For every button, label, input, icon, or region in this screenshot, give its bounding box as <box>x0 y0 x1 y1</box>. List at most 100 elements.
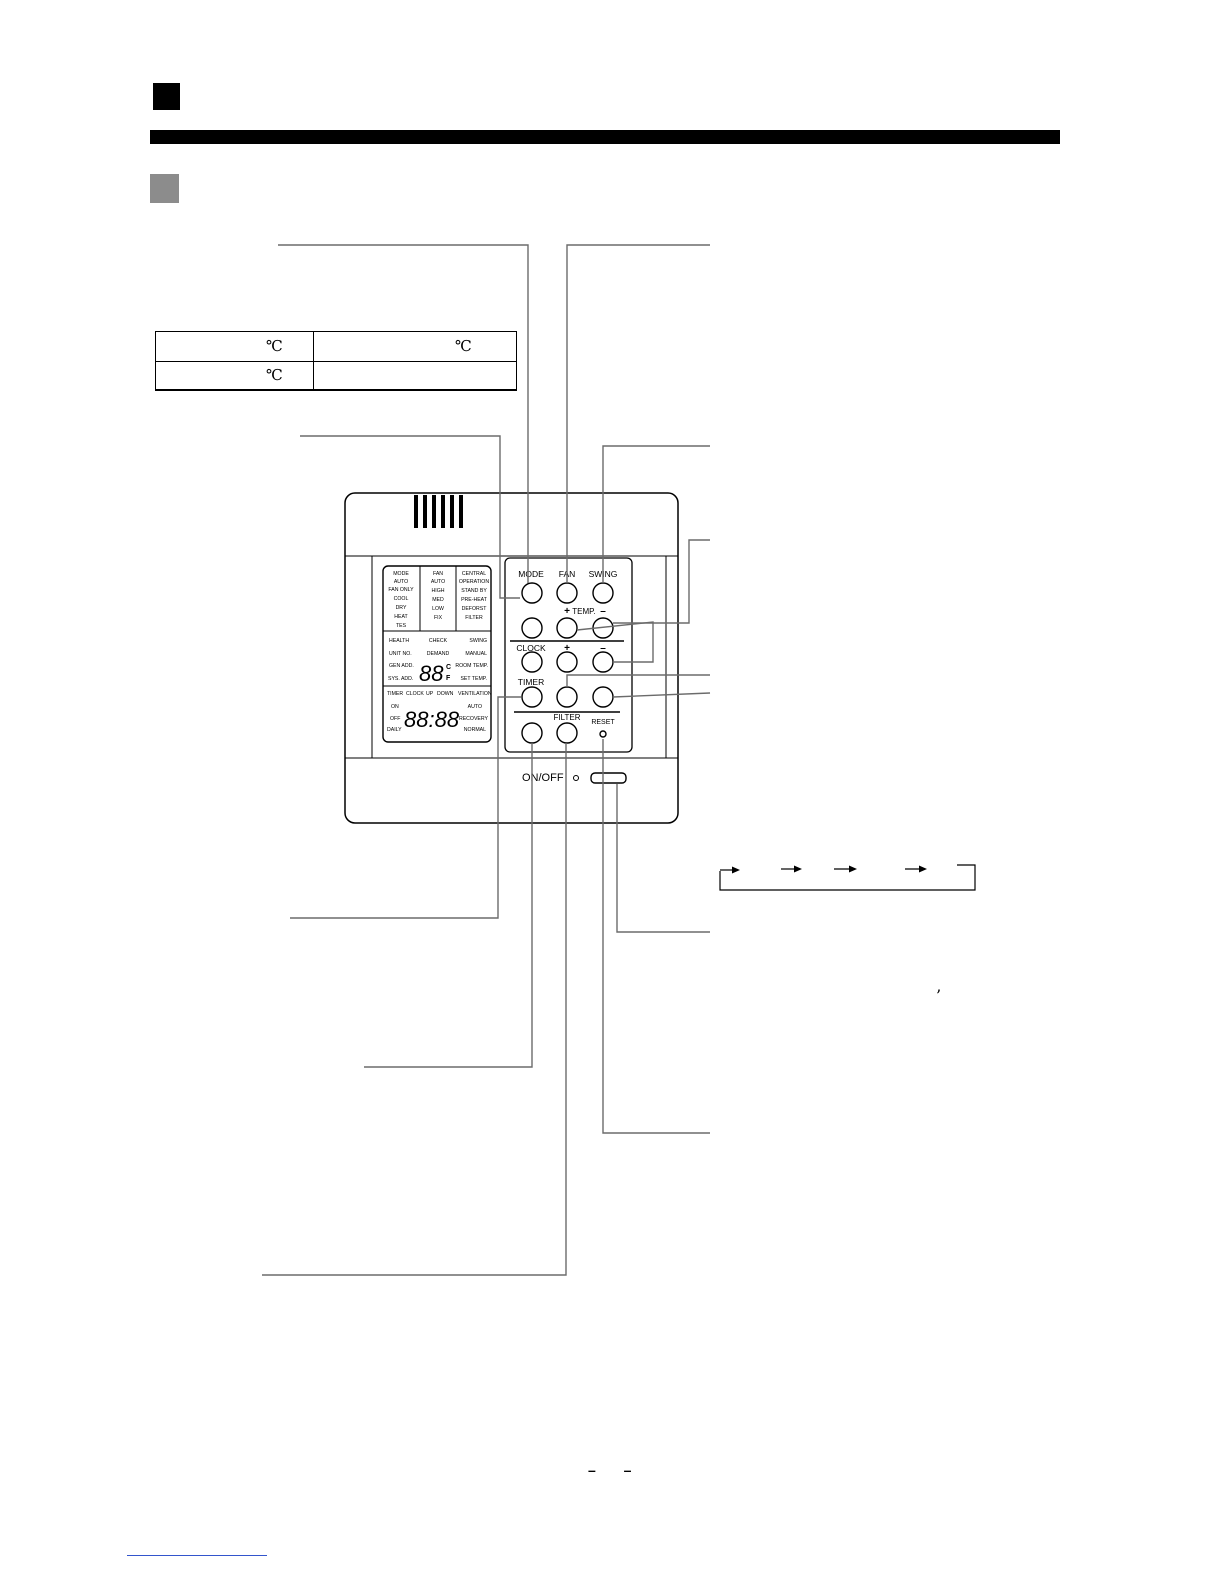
swing-button[interactable] <box>592 582 614 604</box>
lcd-label: STAND BY <box>461 588 487 594</box>
lcd-display <box>382 565 492 743</box>
lcd-label: CENTRAL <box>462 571 486 577</box>
clock-button[interactable] <box>521 651 543 673</box>
clock-up-button[interactable] <box>556 651 578 673</box>
lcd-label: ON <box>391 704 399 710</box>
lcd-label: AUTO <box>468 704 482 710</box>
lcd-bottom-top: TIMER CLOCK UP DOWN VENTILATION <box>387 691 492 697</box>
cancel-button[interactable] <box>592 686 614 708</box>
lcd-label: MANUAL <box>465 651 487 657</box>
lcd-label: AUTO <box>431 579 445 585</box>
temp-minus-label: – <box>600 606 606 617</box>
vent-grille <box>414 495 463 528</box>
lcd-label: NORMAL <box>464 727 486 733</box>
timer-button[interactable] <box>521 686 543 708</box>
filter-button-label: FILTER <box>554 713 581 722</box>
lcd-label: HIGH <box>432 588 445 594</box>
leader-fan <box>566 244 710 583</box>
leader-temp-link <box>576 621 654 663</box>
lcd-label: FAN <box>433 571 443 577</box>
lcd-label: DOWN <box>437 691 454 697</box>
lcd-label: DAILY <box>387 727 402 733</box>
temp-plus-label: + <box>564 606 570 617</box>
temperature-table: ℃ ℃ ℃ <box>155 331 517 391</box>
lcd-label: FIX <box>434 615 443 621</box>
lcd-label: UP <box>426 691 434 697</box>
lcd-label: DEMAND <box>427 651 450 657</box>
lcd-label: SYS. ADD. <box>388 676 413 682</box>
set-button[interactable] <box>556 686 578 708</box>
leader-blank <box>300 435 520 599</box>
page-number-marks: – – <box>588 1462 644 1478</box>
cycle-comma: ’ <box>936 986 942 1005</box>
power-indicator-icon <box>573 775 579 781</box>
leader-reset <box>602 739 710 1134</box>
lcd-label: OPERATION <box>459 579 489 585</box>
table-cell: ℃ <box>455 337 472 355</box>
reset-button-label: RESET <box>591 719 615 726</box>
lcd-label: CHECK <box>429 638 448 644</box>
table-cell: ℃ <box>266 366 283 384</box>
lcd-label: TES <box>396 623 407 629</box>
leader-timer <box>290 696 521 919</box>
lcd-mid-left: HEALTH UNIT NO. GEN ADD. SYS. ADD. <box>388 638 414 682</box>
timer-button-label: TIMER <box>518 677 544 687</box>
clock-down-button[interactable] <box>592 651 614 673</box>
leader-temp <box>613 539 710 624</box>
lcd-mid-right: SWING MANUAL ROOM TEMP. SET TEMP. <box>455 638 488 682</box>
lcd-label: COOL <box>394 596 409 602</box>
lcd-label: MED <box>432 597 444 603</box>
table-row: ℃ <box>156 361 516 390</box>
lcd-mid-center: CHECK DEMAND <box>427 638 450 657</box>
lcd-mode-list: MODE AUTO FAN ONLY COOL DRY HEAT TES <box>388 571 414 629</box>
header-rule <box>150 130 1060 144</box>
blank-button[interactable] <box>521 617 543 639</box>
lcd-bottom-left: ON OFF DAILY <box>387 704 402 733</box>
leader-health <box>364 743 533 1068</box>
mode-button-label: MODE <box>518 569 544 579</box>
lcd-unit-c: C <box>446 664 451 671</box>
subsection-marker-grey <box>150 174 179 203</box>
mode-button[interactable] <box>521 582 543 604</box>
lcd-label: CLOCK <box>406 691 424 697</box>
lcd-label: MODE <box>393 571 409 577</box>
clock-plus-label: + <box>564 643 570 654</box>
lcd-label: TIMER <box>387 691 403 697</box>
lcd-label: HEALTH <box>389 638 409 644</box>
lcd-label: ROOM TEMP. <box>455 663 488 669</box>
footer-link-line <box>127 1555 267 1556</box>
lcd-label: AUTO <box>394 579 408 585</box>
lcd-status-list: CENTRAL OPERATION STAND BY PRE-HEAT DEFO… <box>459 571 489 621</box>
leader-set <box>566 674 710 687</box>
lcd-bottom-right: AUTO RECOVERY NORMAL <box>459 704 489 733</box>
leader-mode <box>278 244 529 583</box>
temp-up-button[interactable] <box>556 617 578 639</box>
lcd-label: SET TEMP. <box>460 676 487 682</box>
filter-button[interactable] <box>556 722 578 744</box>
onoff-button[interactable] <box>590 772 627 784</box>
fan-button[interactable] <box>556 582 578 604</box>
lcd-label: OFF <box>390 716 400 722</box>
lcd-time-digits: 88:88 <box>404 707 460 732</box>
lcd-label: GEN ADD. <box>389 663 414 669</box>
temp-label: TEMP. <box>572 607 595 616</box>
health-button[interactable] <box>521 722 543 744</box>
lcd-label: FAN ONLY <box>388 587 414 593</box>
lcd-label: FILTER <box>465 615 483 621</box>
lcd-label: DEFORST <box>462 606 488 612</box>
lcd-fan-list: FAN AUTO HIGH MED LOW FIX <box>431 571 445 621</box>
lcd-label: LOW <box>432 606 444 612</box>
section-marker-black <box>153 83 180 110</box>
lcd-label: PRE-HEAT <box>461 597 488 603</box>
mode-cycle-diagram <box>719 864 976 891</box>
lcd-label: UNIT NO. <box>389 651 412 657</box>
lcd-temp-digits: 88 <box>419 661 444 686</box>
leader-onoff <box>616 784 710 933</box>
lcd-unit-f: F <box>446 675 451 682</box>
leader-filter <box>262 743 567 1276</box>
reset-button[interactable] <box>599 730 607 738</box>
lcd-label: VENTILATION <box>458 691 492 697</box>
table-divider <box>313 332 314 389</box>
lcd-label: SWING <box>469 638 487 644</box>
